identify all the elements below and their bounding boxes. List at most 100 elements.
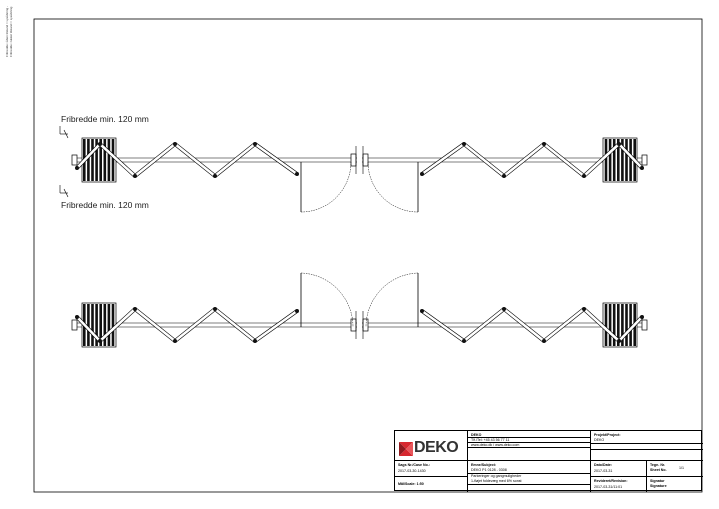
stacked-panel — [604, 304, 608, 346]
folding-panel — [462, 307, 506, 343]
hinge-joint — [173, 339, 177, 343]
hinge-joint — [420, 309, 424, 313]
scale-label: Mål/Scale: 1:50 — [398, 482, 424, 486]
stacked-panel — [608, 139, 612, 181]
hinge-post — [71, 319, 78, 331]
hinge-joint — [295, 172, 299, 176]
stacked-panel — [617, 139, 620, 181]
stacked-panel — [91, 139, 94, 181]
company-name: DEKO — [471, 433, 482, 437]
hinge-post — [71, 154, 78, 166]
dimension-marker-top — [59, 126, 69, 139]
deko-logo-icon — [399, 442, 413, 456]
folding-panel — [420, 142, 466, 176]
end-post — [362, 153, 369, 167]
stacked-panel — [95, 139, 98, 181]
company-web: www.deko.dk / www.deko.com — [471, 443, 520, 447]
folding-panel — [462, 142, 506, 178]
stacked-panel — [103, 139, 107, 181]
hinge-joint — [98, 142, 102, 146]
folding-panel — [133, 307, 177, 343]
stacked-panel — [621, 139, 624, 181]
stacked-panel — [621, 304, 624, 346]
dimension-label-top: Fribredde min. 120 mm — [61, 114, 149, 124]
hinge-post — [641, 154, 648, 166]
stacked-panel — [107, 304, 111, 346]
stacked-panel — [111, 139, 115, 181]
folding-panel — [502, 307, 546, 343]
logo-cell: DEKO — [395, 431, 468, 461]
hinge-joint — [582, 307, 586, 311]
stacked-panel — [617, 304, 620, 346]
hinge-joint — [253, 339, 257, 343]
stacked-panel — [99, 139, 102, 181]
company-phone: Tlf./Tel: +45 43 56 77 11 — [471, 438, 510, 442]
hinge-joint — [502, 174, 506, 178]
door-swing-arc — [300, 272, 354, 328]
scale-cell: Mål/Scale: 1:50 — [395, 477, 468, 492]
stacked-panel — [625, 304, 628, 346]
door-swing-arc — [300, 161, 352, 213]
hinge-joint — [462, 339, 466, 343]
folding-panel — [420, 309, 466, 343]
stacked-panel — [95, 304, 98, 346]
dimension-label-bottom: Fribredde min. 120 mm — [61, 200, 149, 210]
hinge-joint — [617, 142, 621, 146]
hinge-joint — [133, 174, 137, 178]
sheet-border — [33, 18, 703, 493]
date-value: 2017-03-31 — [594, 469, 613, 473]
hinge-joint — [133, 307, 137, 311]
subject-cell: Emne/Subject: DEKO P1 0128 - 0308 Parker… — [468, 461, 591, 492]
hinge-joint — [213, 307, 217, 311]
stacked-panel — [107, 139, 111, 181]
case-cell: Sags Nr./Case No.: 2017-03-30-1430 — [395, 461, 468, 477]
hinge-joint — [640, 315, 644, 319]
hinge-joint — [542, 142, 546, 146]
folding-panel — [542, 307, 586, 343]
hinge-joint — [98, 339, 102, 343]
signature-label: Signatur — [650, 479, 665, 483]
hinge-joint — [420, 172, 424, 176]
folding-panel — [542, 142, 586, 178]
end-post — [362, 318, 369, 332]
sheet-label-2: Sheet No. — [650, 468, 667, 472]
revision-cell: Revideret/Revision: 2017-03-31/11:01 — [591, 477, 647, 492]
folding-panel — [213, 142, 257, 178]
revision-value: 2017-03-31/11:01 — [594, 485, 623, 489]
dimension-marker-bottom — [59, 185, 69, 198]
stacked-panel — [612, 304, 616, 346]
deko-logo-text: DEKO — [414, 439, 459, 456]
stacked-panel — [87, 139, 90, 181]
end-post — [350, 153, 357, 167]
signature-cell: Signatur Signature — [647, 477, 703, 492]
hinge-joint — [253, 142, 257, 146]
hinge-joint — [295, 309, 299, 313]
hinge-joint — [502, 307, 506, 311]
stacked-panel — [612, 139, 616, 181]
sheet-label: Tegn. Nr. — [650, 463, 666, 467]
folding-panel — [253, 142, 299, 176]
door-swing-arc — [367, 161, 419, 213]
folding-panel — [173, 142, 217, 178]
revision-label: Revideret/Revision: — [594, 479, 628, 483]
folding-panel — [213, 307, 257, 343]
stacked-panel — [629, 139, 632, 181]
folding-wall-2 — [362, 137, 648, 213]
project-value: DEKO — [594, 438, 605, 442]
subject-value-1: DEKO P1 0128 - 0308 — [471, 468, 507, 472]
hinge-joint — [617, 339, 621, 343]
sheet-value: 1/1 — [679, 466, 684, 470]
project-cell: Projekt/Project: DEKO — [591, 431, 703, 461]
subject-value-3: 1-fløjet foldevæg med 6% sonst — [471, 479, 522, 483]
folding-wall-3 — [71, 272, 357, 348]
stacked-panel — [604, 139, 608, 181]
stacked-panel — [629, 304, 632, 346]
stacked-panel — [111, 304, 115, 346]
project-label: Projekt/Project: — [594, 433, 621, 437]
stacked-panel — [625, 139, 628, 181]
stacked-panel — [103, 304, 107, 346]
company-cell: DEKO Tlf./Tel: +45 43 56 77 11 www.deko.… — [468, 431, 591, 461]
hinge-joint — [213, 174, 217, 178]
stacked-panel — [87, 304, 90, 346]
